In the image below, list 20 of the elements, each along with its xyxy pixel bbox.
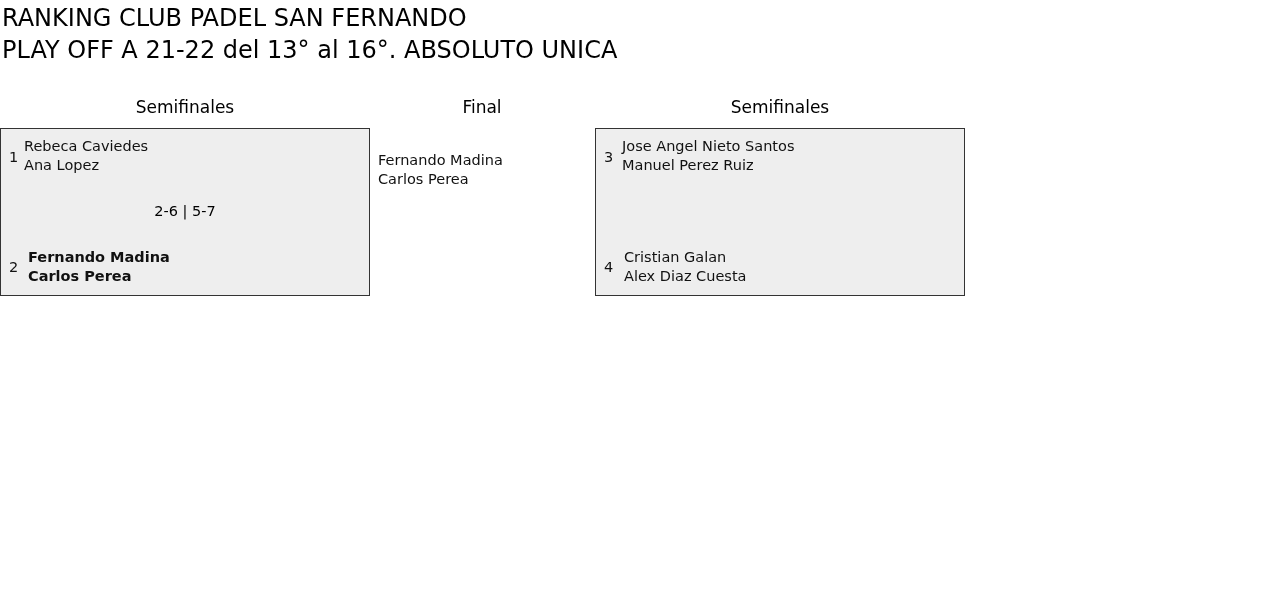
seed-number: 2 [9, 257, 19, 277]
player-name: Jose Angel Nieto Santos [622, 136, 795, 156]
match-score: 2-6 | 5-7 [154, 201, 216, 221]
player-name: Ana Lopez [24, 155, 100, 175]
player-name: Rebeca Caviedes [24, 136, 149, 156]
seed-number: 4 [604, 257, 614, 277]
seed-number: 3 [604, 147, 614, 167]
player-name: Alex Diaz Cuesta [624, 266, 747, 286]
page-title: RANKING CLUB PADEL SAN FERNANDO [2, 3, 467, 33]
round-heading: Final [462, 96, 502, 118]
player-name: Fernando Madina [28, 247, 170, 267]
player-name: Carlos Perea [378, 169, 469, 189]
seed-number: 1 [9, 147, 19, 167]
round-heading: Semifinales [135, 96, 235, 118]
page-subtitle: PLAY OFF A 21-22 del 13° al 16°. ABSOLUTO UNICA [2, 35, 618, 65]
player-name: Fernando Madina [378, 150, 503, 170]
player-name: Manuel Perez Ruiz [622, 155, 754, 175]
player-name: Carlos Perea [28, 266, 132, 286]
round-heading: Semifinales [730, 96, 830, 118]
player-name: Cristian Galan [624, 247, 727, 267]
